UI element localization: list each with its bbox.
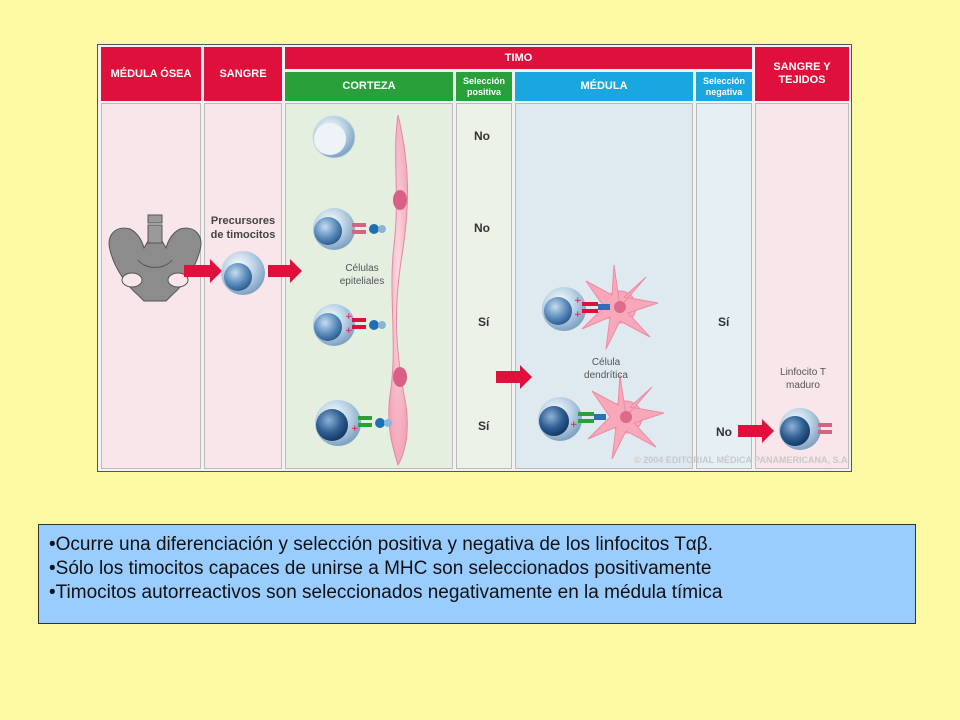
- svg-text:+: +: [574, 310, 582, 320]
- header-sangre-tejidos: SANGRE Y TEJIDOS: [755, 47, 849, 101]
- precursor-cell: [221, 251, 265, 295]
- negative-selection-1: Sí: [718, 315, 730, 329]
- label-celula-dendritica: Célula dendrítica: [584, 357, 628, 381]
- arrow-bone-to-blood: [184, 259, 222, 283]
- header-timo: TIMO: [285, 47, 752, 69]
- panel-corteza: [285, 103, 453, 469]
- panel-seleccion-negativa: [696, 103, 752, 469]
- mature-t-lymphocyte: [779, 408, 832, 450]
- pelvis-bone-icon: [108, 214, 202, 302]
- header-medula-osea: MÉDULA ÓSEA: [101, 47, 201, 101]
- header-medula: MÉDULA: [515, 72, 693, 101]
- label-linfocito-maduro: Linfocito T maduro: [780, 367, 826, 391]
- caption-bullet-2: •Sólo los timocitos capaces de unirse a …: [49, 558, 712, 579]
- copyright-text: © 2004 EDITORIAL MÉDICA PANAMERICANA, S.…: [634, 455, 850, 465]
- positive-selection-1: No: [474, 129, 490, 143]
- cortex-thymocyte-2: [313, 208, 386, 250]
- epithelial-cell: [388, 114, 409, 467]
- medulla-thymocyte-1: + +: [542, 287, 610, 331]
- dendritic-cell-1: [581, 264, 659, 350]
- svg-text:+: +: [570, 420, 578, 430]
- panel-sangre-tejidos: [755, 103, 849, 469]
- arrow-to-medula: [496, 365, 532, 389]
- positive-selection-3: Sí: [478, 315, 490, 329]
- label-celulas-epiteliales: Células epiteliales: [339, 263, 385, 287]
- svg-text:+: +: [345, 326, 353, 336]
- header-corteza: CORTEZA: [285, 72, 453, 101]
- thymus-diagram: MÉDULA ÓSEA SANGRE TIMO CORTEZA Selecció…: [97, 44, 852, 472]
- cortex-thymocyte-1: [312, 115, 356, 159]
- label-precursores: Precursores de timocitos: [210, 215, 276, 241]
- negative-selection-2: No: [716, 425, 732, 439]
- arrow-blood-to-cortex: [268, 259, 302, 283]
- header-sangre: SANGRE: [204, 47, 282, 101]
- arrow-to-sangre-tejidos: [738, 419, 774, 443]
- caption-bullet-1: •Ocurre una diferenciación y selección p…: [49, 534, 713, 555]
- panel-seleccion-positiva: [456, 103, 512, 469]
- svg-text:+: +: [351, 424, 359, 434]
- cortex-thymocyte-4: +: [315, 400, 392, 446]
- caption-bullet-3: •Timocitos autorreactivos son selecciona…: [49, 582, 723, 603]
- positive-selection-4: Sí: [478, 419, 490, 433]
- caption-box: •Ocurre una diferenciación y selección p…: [38, 524, 916, 624]
- svg-text:+: +: [345, 312, 353, 322]
- header-seleccion-negativa: Selección negativa: [696, 72, 752, 101]
- medulla-thymocyte-2: +: [538, 397, 606, 441]
- cortex-thymocyte-3: + +: [313, 304, 386, 346]
- dendritic-cell-2: [587, 374, 665, 460]
- svg-text:+: +: [574, 296, 582, 306]
- diagram-illustrations: + + +: [108, 114, 832, 467]
- positive-selection-2: No: [474, 221, 490, 235]
- header-seleccion-positiva: Selección positiva: [456, 72, 512, 101]
